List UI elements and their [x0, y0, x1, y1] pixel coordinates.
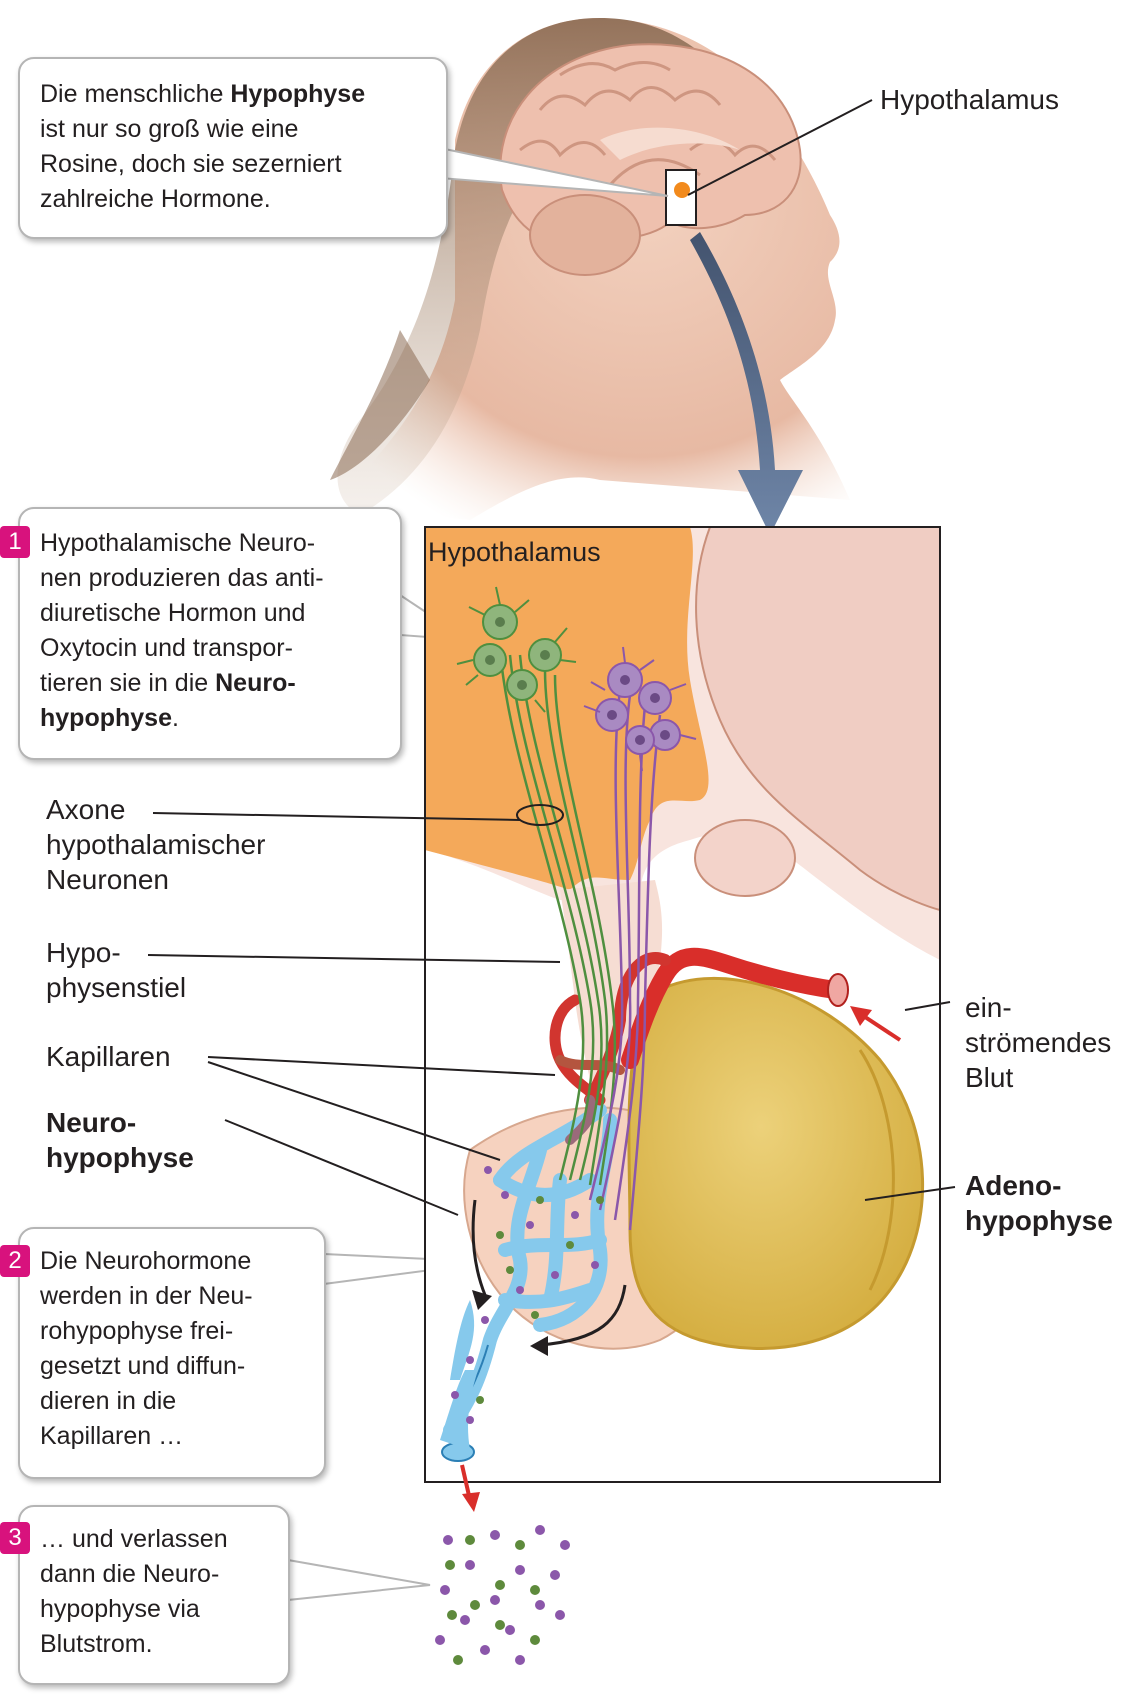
step1-callout: Hypothalamische Neuro- nen produzieren d… — [18, 507, 402, 760]
step2-text-5: dieren in die — [40, 1387, 177, 1415]
step2-badge: 2 — [0, 1245, 30, 1277]
label-axone-1: Axone — [46, 794, 126, 825]
cerebellum — [529, 194, 641, 276]
zoom-arrow-icon — [690, 232, 803, 535]
label-hypothalamus-inner: Hypothalamus — [428, 537, 601, 567]
flow-arrowhead-icon — [530, 1336, 548, 1356]
hormone-dots-inside — [451, 1166, 604, 1424]
flow-arrowhead-icon — [472, 1290, 492, 1310]
label-hypothalamus-head: Hypothalamus — [880, 84, 1059, 115]
label-neuro: Neuro- hypophyse — [46, 1105, 194, 1175]
label-stiel-1: Hypo- — [46, 937, 121, 968]
step3-callout: … und verlassen dann die Neuro- hypophys… — [18, 1505, 290, 1685]
flow-arrow-icon — [471, 1199, 627, 1347]
axons-purple — [588, 689, 662, 1231]
label-blut-1: ein- — [965, 992, 1012, 1023]
label-stiel: Hypo- physenstiel — [46, 935, 186, 1005]
intro-text-4: zahlreiche Hormone. — [40, 185, 271, 213]
label-blut: ein- strömendes Blut — [965, 990, 1111, 1095]
step1-text-6-bold: hypophyse — [40, 704, 172, 732]
step1-text-1: Hypothalamische Neuro- — [40, 529, 316, 557]
axons-green — [498, 649, 617, 1186]
label-axone-3: Neuronen — [46, 864, 169, 895]
label-neuro-2: hypophyse — [46, 1142, 194, 1173]
intro-text-1: Die menschliche — [40, 80, 231, 108]
label-leaders — [147, 804, 956, 1216]
step1-badge: 1 — [0, 526, 30, 558]
intro-callout: Die menschliche Hypophyse ist nur so gro… — [18, 57, 448, 239]
step3-text-3: hypophyse via — [40, 1595, 200, 1623]
hypothalamus-dot — [674, 182, 690, 198]
blood-outflow-arrow-icon — [460, 1464, 480, 1512]
intro-text-bold: Hypophyse — [230, 80, 366, 108]
hypothalamus-head-leader — [687, 99, 873, 196]
step2-text-1: Die Neurohormone — [40, 1247, 252, 1275]
label-adeno-2: hypophyse — [965, 1205, 1113, 1236]
step1-text-4: Oxytocin und transpor- — [40, 634, 293, 662]
neurons-purple — [583, 646, 697, 772]
step2-text-2: werden in der Neu- — [40, 1282, 253, 1310]
step1-text-5: tieren sie in die — [40, 669, 216, 697]
label-neuro-1: Neuro- — [46, 1107, 137, 1138]
step2-text-3: rohypophyse frei- — [40, 1317, 234, 1345]
step3-callout-pointer — [287, 1558, 431, 1602]
adenohypophysis — [627, 977, 925, 1350]
label-kapillaren: Kapillaren — [46, 1041, 171, 1072]
intro-text-3: Rosine, doch sie sezerniert — [40, 150, 342, 178]
step1-text-5-bold: Neuro- — [215, 669, 296, 697]
artery-opening — [827, 973, 849, 1007]
neurons-green — [456, 586, 577, 713]
label-adeno: Adeno- hypophyse — [965, 1168, 1113, 1238]
step2-text-4: gesetzt und diffun- — [40, 1352, 246, 1380]
label-stiel-2: physenstiel — [46, 972, 187, 1003]
step2-text-6: Kapillaren … — [40, 1422, 184, 1450]
released-hormone-dots — [435, 1525, 570, 1665]
step3-text-2: dann die Neuro- — [40, 1560, 220, 1588]
step3-text-4: Blutstrom. — [40, 1630, 153, 1658]
brain-illustration — [499, 43, 802, 276]
label-blut-2: strömendes — [965, 1027, 1112, 1058]
step3-badge: 3 — [0, 1522, 30, 1554]
step2-callout: Die Neurohormone werden in der Neu- rohy… — [18, 1227, 326, 1479]
label-axone-2: hypothalamischer — [46, 829, 266, 860]
step1-text-2: nen produzieren das anti- — [40, 564, 324, 592]
intro-text-2: ist nur so groß wie eine — [40, 115, 299, 143]
label-adeno-1: Adeno- — [965, 1170, 1062, 1201]
blood-inflow-arrow-icon — [850, 1006, 902, 1042]
step1-text-3: diuretische Hormon und — [40, 599, 306, 627]
detail-box — [424, 526, 941, 1483]
label-axone: Axone hypothalamischer Neuronen — [46, 792, 265, 897]
step1-text-6: . — [171, 704, 179, 732]
label-blut-3: Blut — [965, 1062, 1014, 1093]
step3-text-1: … und verlassen — [40, 1525, 228, 1553]
